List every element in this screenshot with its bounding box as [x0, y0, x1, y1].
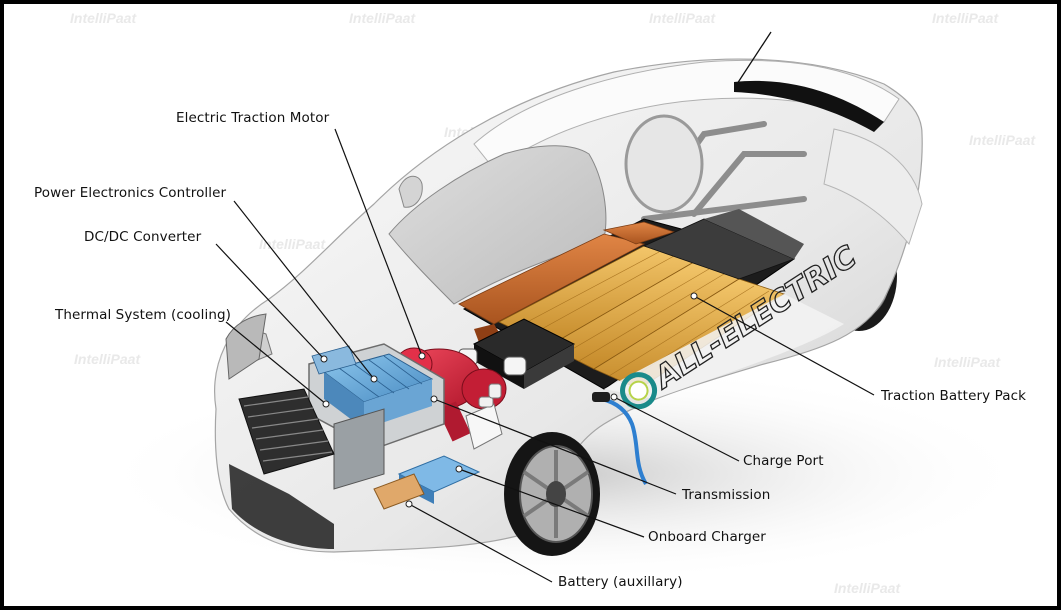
- watermark: IntelliPaat: [349, 10, 416, 26]
- front-wheel: [504, 432, 600, 556]
- leader-charge-port: [613, 396, 740, 462]
- watermark: IntelliPaat: [834, 580, 901, 596]
- antenna-leader: [736, 31, 772, 85]
- power-electronics-block: [458, 318, 576, 389]
- label-battery-auxiliary: Battery (auxillary): [558, 574, 683, 590]
- leader-power-electronics-controller: [233, 200, 375, 380]
- side-mirror: [398, 175, 423, 208]
- auxiliary-battery: [373, 455, 481, 510]
- leader-lines: [215, 128, 875, 583]
- battery-cells: [498, 209, 804, 390]
- label-thermal-system: Thermal System (cooling): [55, 307, 232, 323]
- leader-electric-traction-motor: [334, 128, 423, 357]
- leader-traction-battery-pack: [693, 295, 875, 396]
- label-power-electronics-controller: Power Electronics Controller: [34, 185, 227, 201]
- watermark: IntelliPaat: [259, 236, 326, 252]
- thermal-radiator: [308, 343, 445, 490]
- watermark: IntelliPaat: [70, 10, 137, 26]
- roof-glass-strip: [734, 80, 884, 132]
- label-transmission: Transmission: [682, 487, 771, 503]
- watermark: IntelliPaat: [932, 10, 999, 26]
- label-dc-dc-converter: DC/DC Converter: [84, 229, 202, 245]
- watermark: IntelliPaat: [74, 351, 141, 367]
- leader-transmission: [433, 398, 677, 495]
- car-cutaway-illustration: ALL-ELECTRIC: [94, 31, 1034, 584]
- rear-quarter-panel: [823, 128, 923, 246]
- charge-cable: [592, 392, 648, 486]
- leader-dc-dc-converter: [215, 243, 325, 360]
- watermark: IntelliPaat: [649, 10, 716, 26]
- label-onboard-charger: Onboard Charger: [648, 529, 766, 545]
- watermark: IntelliPaat: [934, 354, 1001, 370]
- battery-modules-copper: [458, 221, 676, 356]
- leader-thermal-system: [225, 321, 327, 405]
- diagram-canvas: IntelliPaat IntelliPaat IntelliPaat Inte…: [4, 4, 1057, 606]
- side-skirt: [604, 294, 844, 399]
- label-traction-battery-pack: Traction Battery Pack: [881, 388, 1027, 404]
- rear-suspension: [624, 114, 807, 222]
- leader-onboard-charger: [458, 468, 645, 538]
- windshield: [388, 145, 607, 305]
- leader-battery-auxiliary: [408, 503, 553, 583]
- label-electric-traction-motor: Electric Traction Motor: [176, 110, 330, 126]
- watermark: IntelliPaat: [969, 132, 1036, 148]
- leader-dots: [320, 292, 698, 508]
- label-charge-port: Charge Port: [743, 453, 824, 469]
